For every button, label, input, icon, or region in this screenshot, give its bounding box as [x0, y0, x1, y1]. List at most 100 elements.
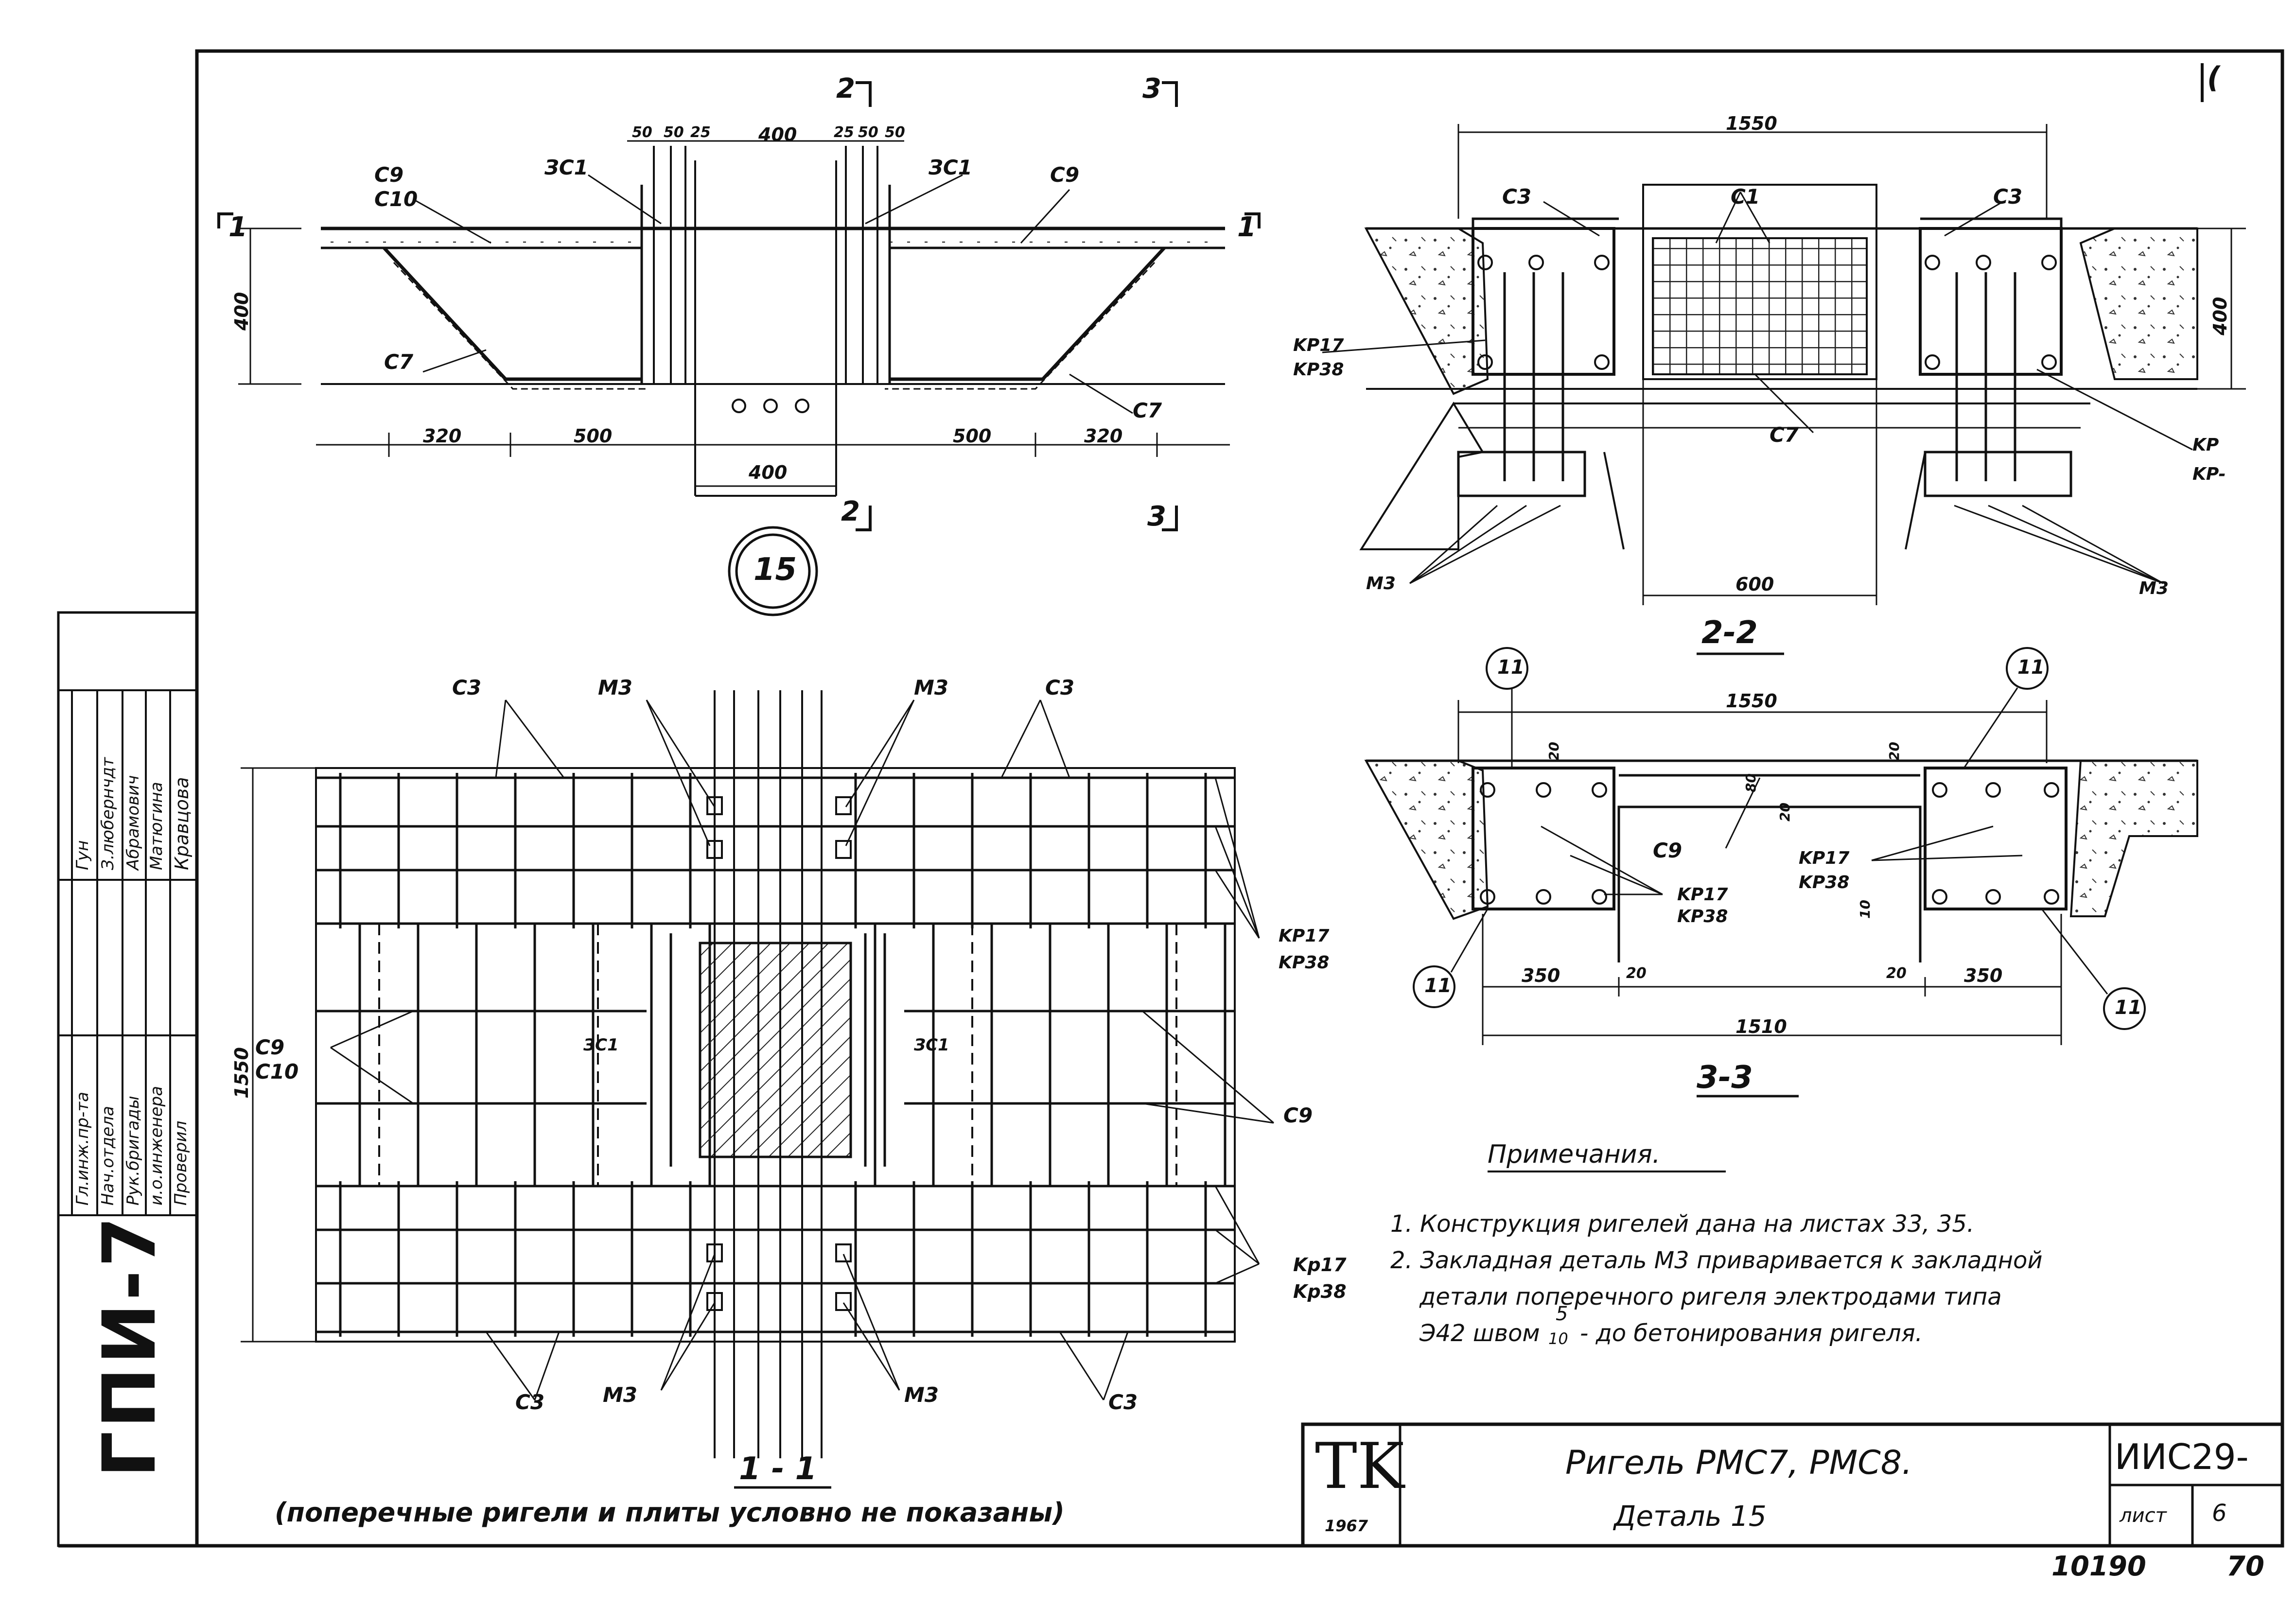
plan-dim-25b: 25 — [834, 124, 854, 141]
s11-label-c9-right: C9 — [1283, 1103, 1313, 1127]
plan-dim-50c: 50 — [858, 124, 878, 141]
notes-frac-top: 5 — [1556, 1303, 1568, 1325]
cut-mark-1-right: 1 — [1237, 211, 1256, 243]
section-3-3 — [1364, 647, 2198, 1098]
s11-label-m3-br: M3 — [904, 1383, 939, 1407]
plan-dim-500-left: 500 — [574, 425, 613, 447]
stamp-name-3: Абрамович — [123, 775, 143, 870]
s33-label-kp17-right: KP17 — [1799, 848, 1850, 868]
s22-dim-height: 400 — [2209, 297, 2231, 335]
stamp-name-2: З.любернчдт — [98, 757, 118, 870]
s11-dim-height: 1550 — [231, 1047, 252, 1099]
title-sheet-no: 6 — [2212, 1500, 2227, 1527]
s22-label-kp38: KP38 — [1293, 360, 1344, 380]
s11-label-zc1-left: ЗС1 — [583, 1035, 619, 1055]
stamp-name-4: Матюгина — [147, 782, 166, 870]
plan-dim-50d: 50 — [885, 124, 905, 141]
s22-label-m3-right: M3 — [2139, 578, 2169, 598]
stamp-role-4: и.о.инженера — [147, 1086, 166, 1206]
s33-callout-top-right: 11 — [2017, 656, 2045, 679]
s11-label-m3-tl: M3 — [598, 676, 633, 699]
stamp-role-2: Нач.отдела — [98, 1106, 118, 1206]
plan-label-c10: C10 — [374, 187, 418, 211]
s33-small-dim-3: 80 — [1743, 773, 1759, 792]
s11-label-m3-tr: M3 — [914, 676, 949, 699]
sheet-frame — [57, 49, 2284, 1548]
s33-dim-20-right: 20 — [1886, 965, 1907, 982]
plan-label-c7-right: C7 — [1133, 399, 1162, 422]
detail-circle — [728, 526, 818, 616]
s33-dim-top: 1550 — [1726, 690, 1777, 712]
s33-callout-top-left: 11 — [1497, 656, 1525, 679]
plan-label-c9: C9 — [374, 163, 404, 187]
s11-label-c9-left: C9 — [255, 1035, 285, 1059]
s22-label-kp-cut: KP — [2192, 435, 2219, 455]
title-logo-year: 1967 — [1325, 1517, 1368, 1535]
notes-line-2: 2. Закладная деталь М3 приваривается к з… — [1390, 1247, 2043, 1274]
cut-mark-2-bottom: 2 — [841, 496, 860, 527]
title-sheet-label: лист — [2120, 1504, 2167, 1527]
s11-label-kp17-top: KP17 — [1279, 926, 1330, 946]
detail-number: 15 — [754, 552, 797, 588]
s11-label-m3-bl: M3 — [603, 1383, 638, 1407]
s11-label-zc1-right: ЗС1 — [914, 1035, 949, 1055]
stamp-code: ГПИ-7 — [88, 1213, 172, 1478]
notes-line-4: Э42 швом — [1420, 1320, 1540, 1347]
s33-dim-350-right: 350 — [1964, 965, 2003, 986]
s33-dim-bottom: 1510 — [1735, 1016, 1787, 1037]
stamp-name-1: Гун — [73, 840, 92, 870]
plan-dim-400-top: 400 — [758, 124, 797, 145]
s11-label-c3-br: C3 — [1108, 1390, 1138, 1414]
plan-dim-320-right: 320 — [1084, 425, 1123, 447]
s11-label-kp17-bottom: Kp17 — [1293, 1254, 1347, 1276]
s11-title: 1 - 1 — [739, 1451, 817, 1487]
s33-label-kp38-left: KP38 — [1677, 907, 1728, 926]
s22-title: 2-2 — [1701, 615, 1758, 651]
stamp-role-1: Гл.инж.пр-та — [73, 1092, 92, 1206]
plan-dim-400-bottom: 400 — [749, 462, 788, 483]
plan-label-zc1-left: ЗС1 — [544, 156, 588, 179]
notes-line-3: детали поперечного ригеля электродами ти… — [1420, 1283, 2002, 1311]
title-series: ИИС29- — [2115, 1436, 2249, 1477]
plan-dim-320-left: 320 — [423, 425, 462, 447]
s22-label-kp-cut2: KP- — [2192, 464, 2226, 484]
cut-mark-2-top: 2 — [836, 73, 855, 105]
plan-view — [217, 81, 1261, 531]
s33-small-dim-5: 10 — [1857, 900, 1873, 919]
plan-dim-50b: 50 — [664, 124, 684, 141]
plan-dim-height: 400 — [231, 292, 252, 331]
footer-b: 70 — [2226, 1551, 2264, 1582]
plan-dim-500-right: 500 — [953, 425, 992, 447]
notes-line-4-rest: - до бетонирования ригеля. — [1580, 1320, 1923, 1347]
section-2-2 — [1322, 124, 2246, 655]
s33-small-dim-2: 20 — [1886, 742, 1902, 761]
s22-dim-bottom: 600 — [1735, 574, 1774, 595]
s33-title: 3-3 — [1697, 1060, 1753, 1096]
s33-dim-350-left: 350 — [1522, 965, 1560, 986]
s22-label-kp17: KP17 — [1293, 335, 1344, 355]
s22-label-c3-right: C3 — [1993, 185, 2023, 209]
title-block — [1301, 1422, 2284, 1548]
s22-label-c1: C1 — [1731, 185, 1760, 209]
stamp-role-5: Проверил — [171, 1120, 191, 1206]
stamp-name-5: Кравцова — [171, 777, 193, 870]
s33-dim-20-left: 20 — [1626, 965, 1647, 982]
title-line-2: Деталь 15 — [1614, 1500, 1767, 1533]
plan-label-c9-right: C9 — [1050, 163, 1080, 187]
s22-label-c7: C7 — [1770, 423, 1799, 447]
notes-heading: Примечания. — [1488, 1140, 1661, 1169]
s11-subtitle: (поперечные ригели и плиты условно не по… — [275, 1497, 1065, 1528]
stamp-grid — [58, 689, 197, 1216]
notes-line-1: 1. Конструкция ригелей дана на листах 33… — [1390, 1210, 1975, 1238]
section-1-1 — [241, 690, 1274, 1489]
s33-callout-bottom-left: 11 — [1424, 975, 1452, 997]
s22-dim-top: 1550 — [1726, 113, 1777, 134]
cut-mark-3-bottom: 3 — [1147, 501, 1166, 532]
s22-label-c3-left: C3 — [1502, 185, 1532, 209]
s33-label-c9: C9 — [1653, 839, 1683, 862]
footer-a: 10190 — [2051, 1551, 2146, 1582]
stamp-role-3: Рук.бригады — [123, 1096, 143, 1206]
s22-top-right-mark: ( — [2207, 61, 2221, 95]
title-line-1: Ригель РМС7, РМС8. — [1565, 1444, 1912, 1482]
